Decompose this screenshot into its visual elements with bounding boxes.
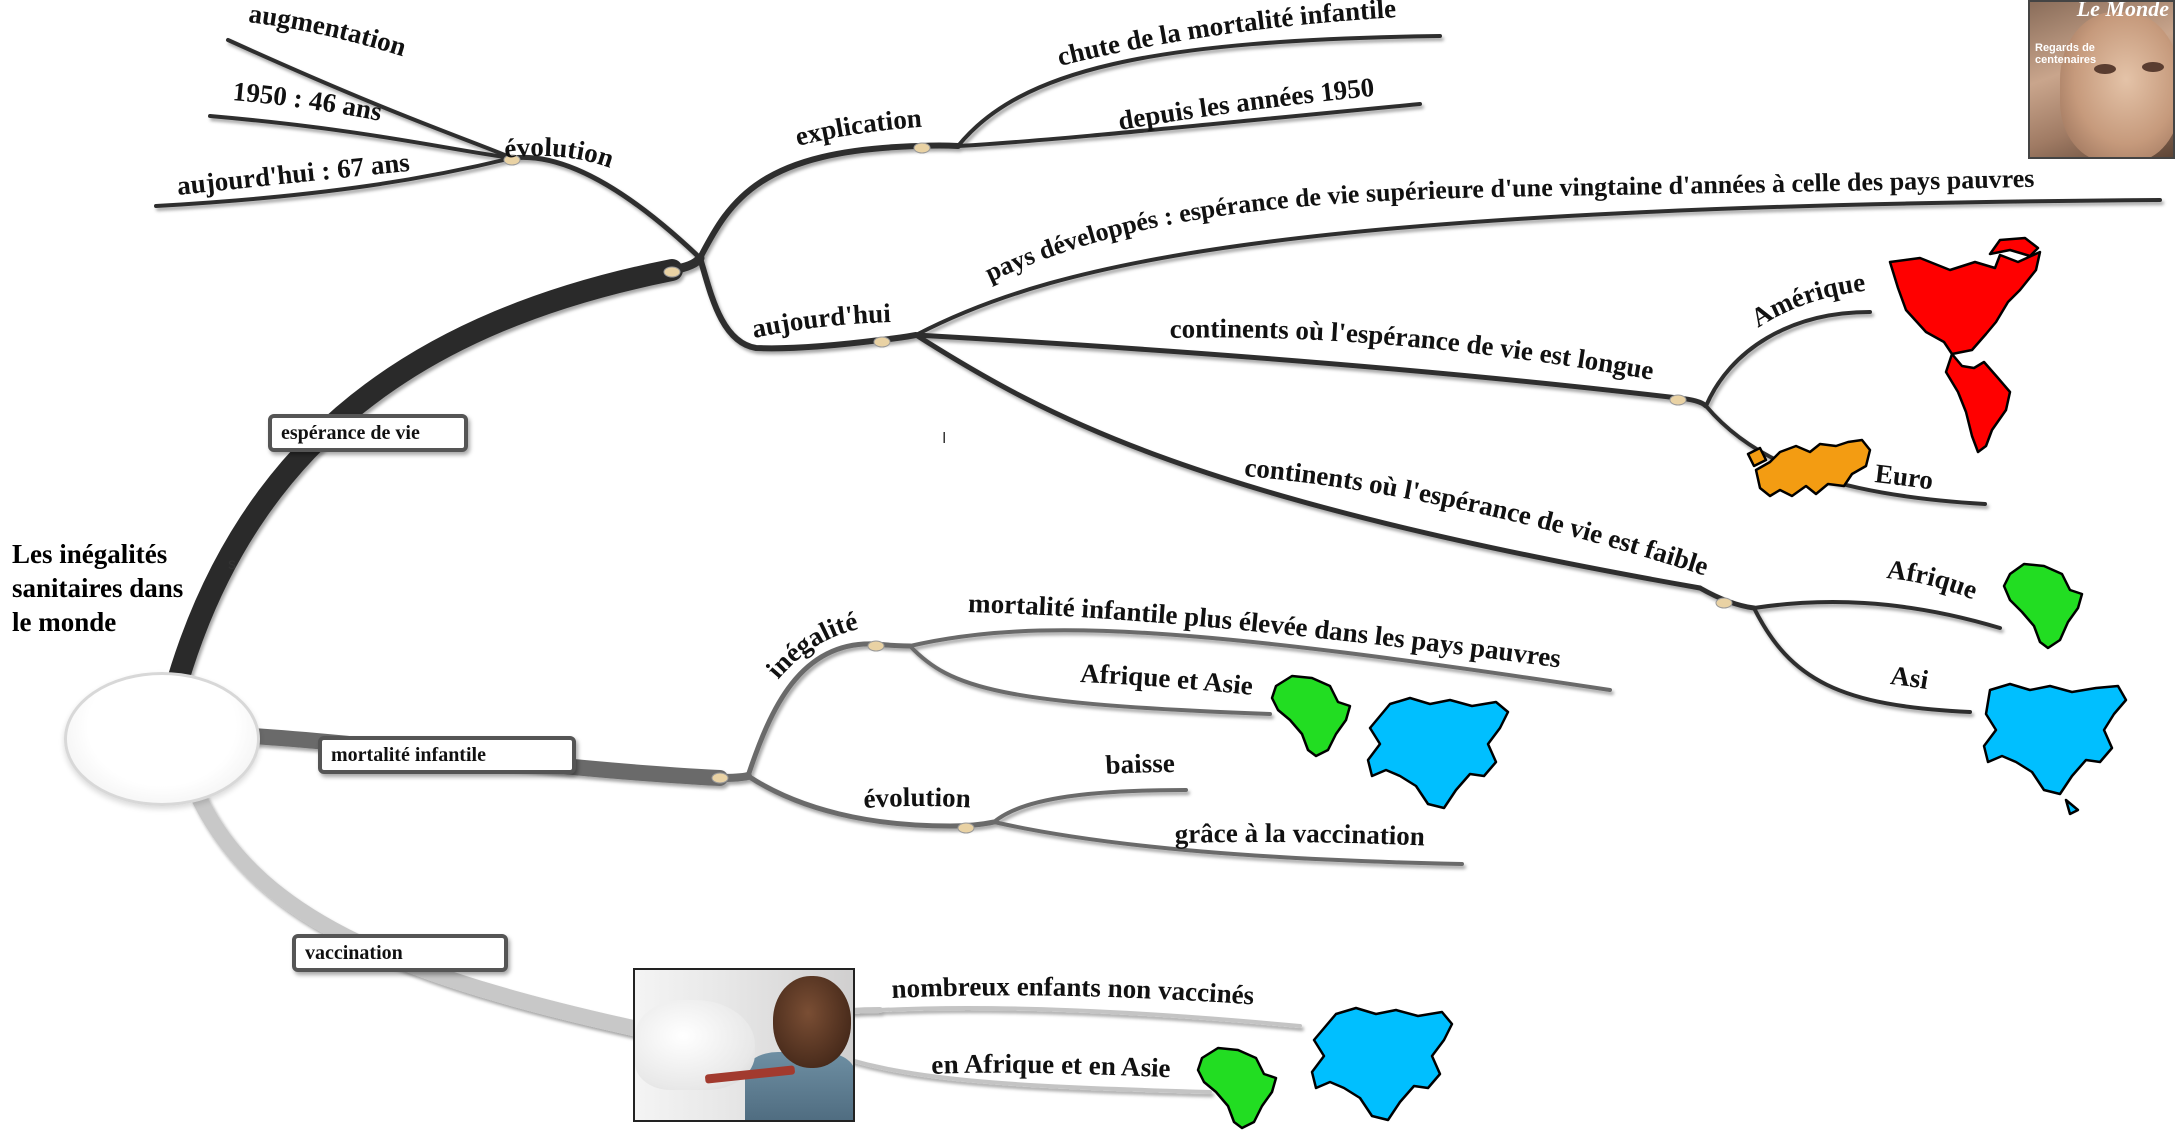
africa-map-icon: [1196, 1046, 1278, 1130]
africa-map-icon: [1270, 674, 1352, 758]
child-head: [773, 976, 851, 1068]
esperance-branch-lines: [154, 34, 2162, 714]
node-nombreux[interactable]: nombreux enfants non vaccinés: [891, 971, 1255, 1010]
asia-map-icon: [1982, 682, 2128, 816]
central-title-line-2: sanitaires dans: [12, 573, 184, 603]
asia-map-icon: [1310, 1006, 1454, 1122]
branch-vaccination[interactable]: vaccination: [292, 934, 508, 972]
stray-tick: I: [942, 430, 947, 447]
node-aujourdhui[interactable]: aujourd'hui: [749, 298, 892, 344]
stray-mark: s: [228, 556, 236, 573]
node-evolution-mid[interactable]: évolution: [862, 782, 971, 814]
node-today-67[interactable]: aujourd'hui : 67 ans: [176, 147, 411, 201]
america-map-icon: [1888, 236, 2042, 454]
africa-map-icon: [2002, 562, 2084, 650]
node-augmentation[interactable]: augmentation: [247, 0, 410, 62]
central-title: Les inégalités sanitaires dans le monde: [12, 537, 232, 639]
magazine-subtitle: Regards de centenaires: [2035, 42, 2097, 66]
europe-map-icon: [1746, 438, 1872, 498]
magazine-cover-image: Le Monde Regards de centenaires: [2028, 0, 2175, 159]
asia-map-icon: [1366, 696, 1510, 810]
node-continents-faible[interactable]: continents où l'espérance de vie est fai…: [1243, 452, 1712, 581]
magazine-title: Le Monde: [2076, 0, 2169, 21]
face-eye: [2142, 62, 2164, 72]
branch-mortalite-infantile[interactable]: mortalité infantile: [318, 736, 576, 774]
node-grace[interactable]: grâce à la vaccination: [1174, 818, 1425, 851]
central-title-line-1: Les inégalités: [12, 539, 168, 569]
vaccination-photo: [633, 968, 855, 1122]
node-afrique-et-asie[interactable]: Afrique et Asie: [1080, 658, 1255, 701]
face-eye: [2094, 64, 2116, 74]
node-continents-longue[interactable]: continents où l'espérance de vie est lon…: [1169, 313, 1656, 385]
node-amerique[interactable]: Amérique: [1745, 267, 1866, 333]
node-en-afrique-asie[interactable]: en Afrique et en Asie: [931, 1049, 1172, 1084]
node-pays-developpes[interactable]: pays développés : espérance de vie supér…: [980, 164, 2034, 288]
node-dots: [503, 142, 1733, 834]
node-chute[interactable]: chute de la mortalité infantile: [1054, 0, 1397, 72]
central-title-line-3: le monde: [12, 607, 117, 637]
node-depuis[interactable]: depuis les années 1950: [1116, 72, 1376, 136]
branch-esperance-de-vie[interactable]: espérance de vie: [268, 414, 468, 452]
centenarian-face: [2060, 12, 2173, 157]
central-node-bubble[interactable]: [64, 672, 260, 806]
node-baisse[interactable]: baisse: [1105, 748, 1175, 780]
node-afrique[interactable]: Afrique: [1885, 554, 1981, 605]
node-evolution-top[interactable]: évolution: [503, 132, 618, 174]
